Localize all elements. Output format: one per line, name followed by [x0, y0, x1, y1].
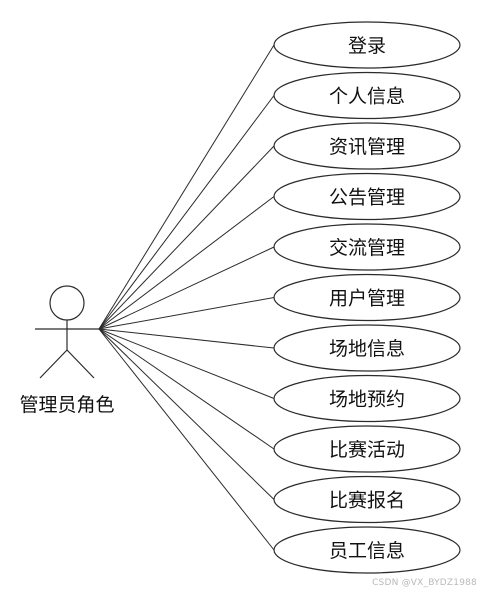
use-case-label: 用户管理	[329, 288, 405, 310]
association-line	[98, 328, 275, 500]
use-case: 交流管理	[273, 223, 461, 271]
use-case-label: 比赛报名	[329, 490, 405, 512]
use-case: 用户管理	[273, 273, 461, 322]
actor: 管理员角色	[19, 285, 115, 416]
actor-head	[49, 285, 85, 321]
use-case-label: 交流管理	[329, 237, 405, 259]
association-line	[98, 196, 275, 330]
association-line	[98, 328, 275, 399]
use-case-ellipse	[273, 374, 461, 423]
use-case-ellipse	[273, 425, 461, 473]
use-case-ellipse	[273, 526, 461, 574]
association-line	[98, 95, 275, 330]
use-case-label: 员工信息	[329, 540, 405, 562]
use-case-ellipse	[273, 475, 461, 524]
association-lines	[98, 44, 275, 551]
actor-left-leg	[39, 349, 68, 379]
use-case: 资讯管理	[273, 122, 461, 170]
association-line	[98, 246, 275, 330]
use-case-ellipse	[273, 71, 461, 120]
watermark: CSDN @VX_BYDZ1988	[372, 578, 477, 588]
association-line	[98, 297, 275, 330]
use-case-label: 比赛活动	[329, 439, 405, 461]
use-case-label: 个人信息	[329, 86, 405, 108]
association-line	[98, 328, 275, 551]
use-case-label: 公告管理	[329, 187, 405, 209]
actor-right-leg	[66, 349, 95, 379]
use-case-ellipse	[273, 21, 461, 69]
use-case-label: 场地预约	[329, 389, 405, 411]
use-case: 场地信息	[273, 324, 461, 372]
use-case-ellipse	[273, 273, 461, 322]
association-line	[98, 145, 275, 330]
use-case-ellipse	[273, 172, 461, 221]
association-line	[98, 328, 275, 349]
use-case-label: 登录	[348, 35, 386, 57]
use-case: 登录	[273, 21, 461, 69]
use-case-label: 场地信息	[329, 338, 405, 360]
actor-label: 管理员角色	[19, 394, 114, 416]
use-case-ellipse	[273, 122, 461, 170]
use-case: 比赛活动	[273, 425, 461, 473]
use-case: 员工信息	[273, 526, 461, 574]
association-line	[98, 328, 275, 450]
use-case-ellipse	[273, 324, 461, 372]
use-case-ellipse	[273, 223, 461, 271]
use-case: 比赛报名	[273, 475, 461, 524]
association-line	[98, 44, 275, 330]
use-case-label: 资讯管理	[329, 136, 405, 158]
use-case: 公告管理	[273, 172, 461, 221]
use-case: 场地预约	[273, 374, 461, 423]
use-cases: 登录个人信息资讯管理公告管理交流管理用户管理场地信息场地预约比赛活动比赛报名员工…	[273, 21, 461, 574]
use-case: 个人信息	[273, 71, 461, 120]
